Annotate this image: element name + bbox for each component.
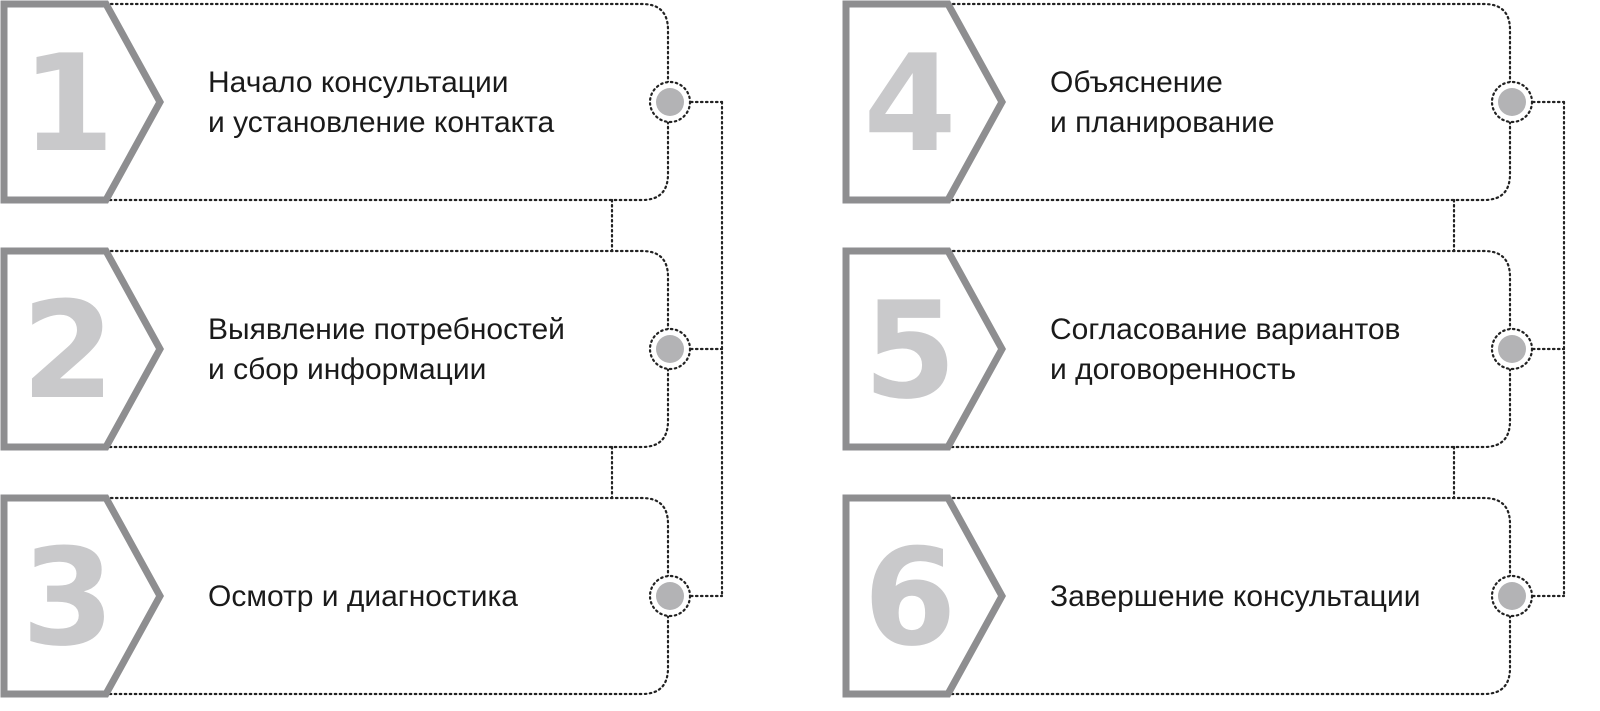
step-label-line: Объяснение <box>1050 66 1223 99</box>
step-card-outline <box>946 249 1512 449</box>
step-card-6: 6 Завершение консультации <box>842 494 1566 698</box>
connector-dot <box>656 88 684 116</box>
step-chevron-badge <box>0 0 164 204</box>
step-label-line: Выявление потребностей <box>208 313 565 346</box>
step-chevron-badge <box>0 247 164 451</box>
step-label-line: и планирование <box>1050 106 1275 139</box>
step-card-outline <box>104 249 670 449</box>
step-chevron-badge <box>0 494 164 698</box>
connector-dot <box>1498 335 1526 363</box>
step-number: 6 <box>863 520 956 676</box>
step-number: 3 <box>21 520 114 676</box>
connector-dot <box>656 335 684 363</box>
step-chevron-badge <box>842 247 1006 451</box>
step-label-line: и сбор информации <box>208 353 486 386</box>
step-number: 5 <box>863 273 956 429</box>
step-card-5: 5 Согласование вариантов и договоренность <box>842 247 1566 451</box>
connector-dot <box>656 582 684 610</box>
connector-dot <box>1498 88 1526 116</box>
connector-dot <box>1498 582 1526 610</box>
step-label-line: и договоренность <box>1050 353 1296 386</box>
step-chevron-badge <box>842 0 1006 204</box>
step-card-4: 4 Объяснение и планирование <box>842 0 1566 204</box>
step-label-line: и установление контакта <box>208 106 555 139</box>
step-label-line: Осмотр и диагностика <box>208 580 518 613</box>
step-card-2: 2 Выявление потребностей и сбор информации <box>0 247 724 451</box>
step-card-outline <box>104 2 670 202</box>
step-label-line: Согласование вариантов <box>1050 313 1400 346</box>
step-column-1: 1 Начало консультации и установление конта… <box>0 0 724 698</box>
step-number: 2 <box>21 273 114 429</box>
step-label-line: Завершение консультации <box>1050 580 1421 613</box>
step-card-3: 3 Осмотр и диагностика <box>0 494 724 698</box>
step-label-line: Начало консультации <box>208 66 509 99</box>
step-chevron-badge <box>842 494 1006 698</box>
step-number: 4 <box>863 26 956 182</box>
step-number: 1 <box>21 26 114 182</box>
step-card-1: 1 Начало консультации и установление конта… <box>0 0 724 204</box>
step-column-2: 4 Объяснение и планирование 5 Согласование в… <box>842 0 1566 698</box>
step-card-outline <box>946 2 1512 202</box>
